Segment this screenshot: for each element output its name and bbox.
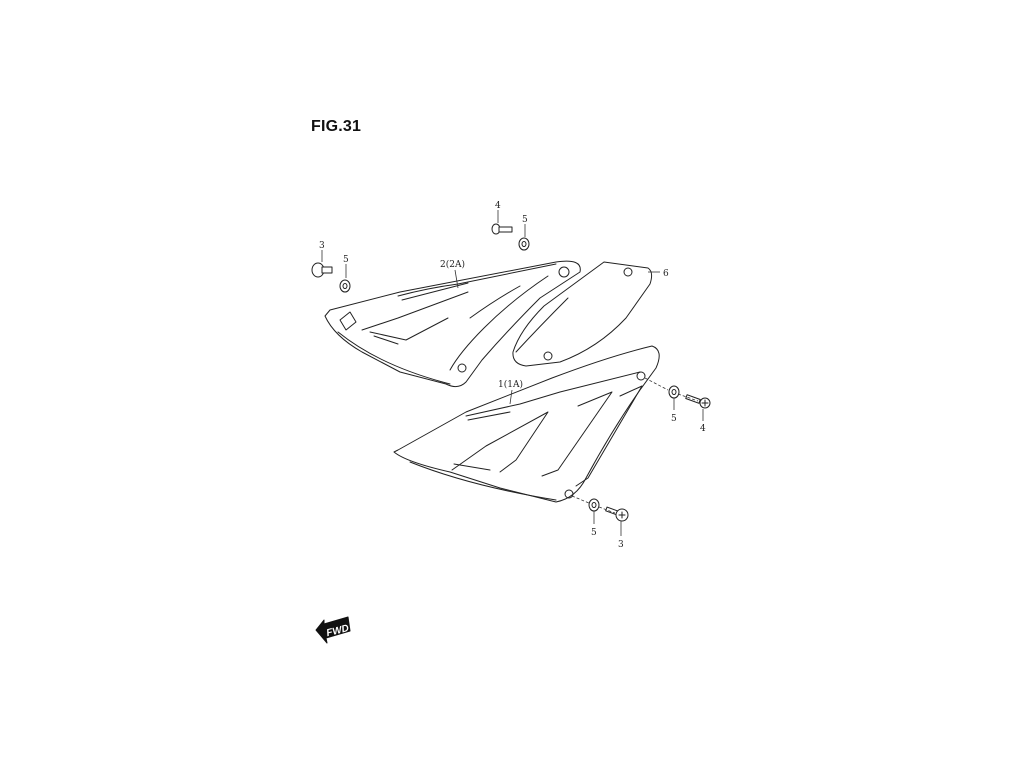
callout-4-right: 4 [700, 424, 706, 434]
washer-5-top [518, 237, 530, 251]
washer-5-left [339, 279, 351, 293]
figure-title: FIG.31 [311, 118, 362, 135]
callout-part-2: 2(2A) [440, 259, 465, 270]
fwd-label: FWD [325, 623, 350, 639]
side-panel-6 [512, 261, 653, 367]
washer-5-right [668, 385, 680, 399]
forward-arrow-icon: FWD [315, 616, 351, 644]
callout-4-top: 4 [495, 201, 501, 211]
side-cover-upper [324, 260, 581, 388]
screw-3-left [311, 262, 333, 278]
callout-part-1: 1(1A) [498, 379, 523, 390]
screw-4-top [491, 223, 513, 235]
callout-5-top: 5 [522, 215, 528, 225]
callout-5-bottom: 5 [591, 528, 597, 538]
side-cover-lower [393, 345, 660, 503]
callout-part-6: 6 [663, 269, 669, 279]
washer-5-bottom [588, 498, 600, 512]
callout-5-right: 5 [671, 414, 677, 424]
callout-5-left: 5 [343, 255, 349, 265]
screw-3-right [605, 506, 629, 522]
callout-3-right: 3 [618, 540, 624, 550]
callout-3-left: 3 [319, 241, 325, 251]
